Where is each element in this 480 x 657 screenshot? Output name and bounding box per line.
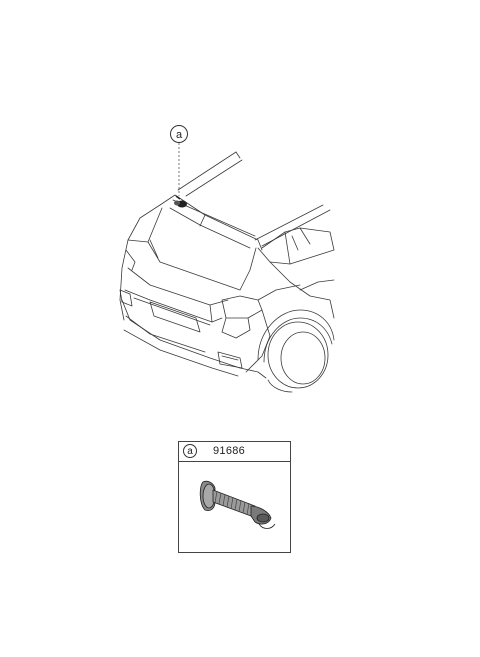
- part-header: a 91686: [179, 442, 290, 462]
- bolt-clip-illustration: [199, 480, 276, 529]
- callout-bubble: a: [170, 125, 188, 143]
- fastener-location-marker: [174, 195, 187, 208]
- part-number: 91686: [213, 445, 246, 457]
- part-reference-box: a 91686: [178, 441, 291, 553]
- vehicle-rear-illustration: [119, 143, 335, 393]
- part-callout-letter: a: [183, 444, 197, 458]
